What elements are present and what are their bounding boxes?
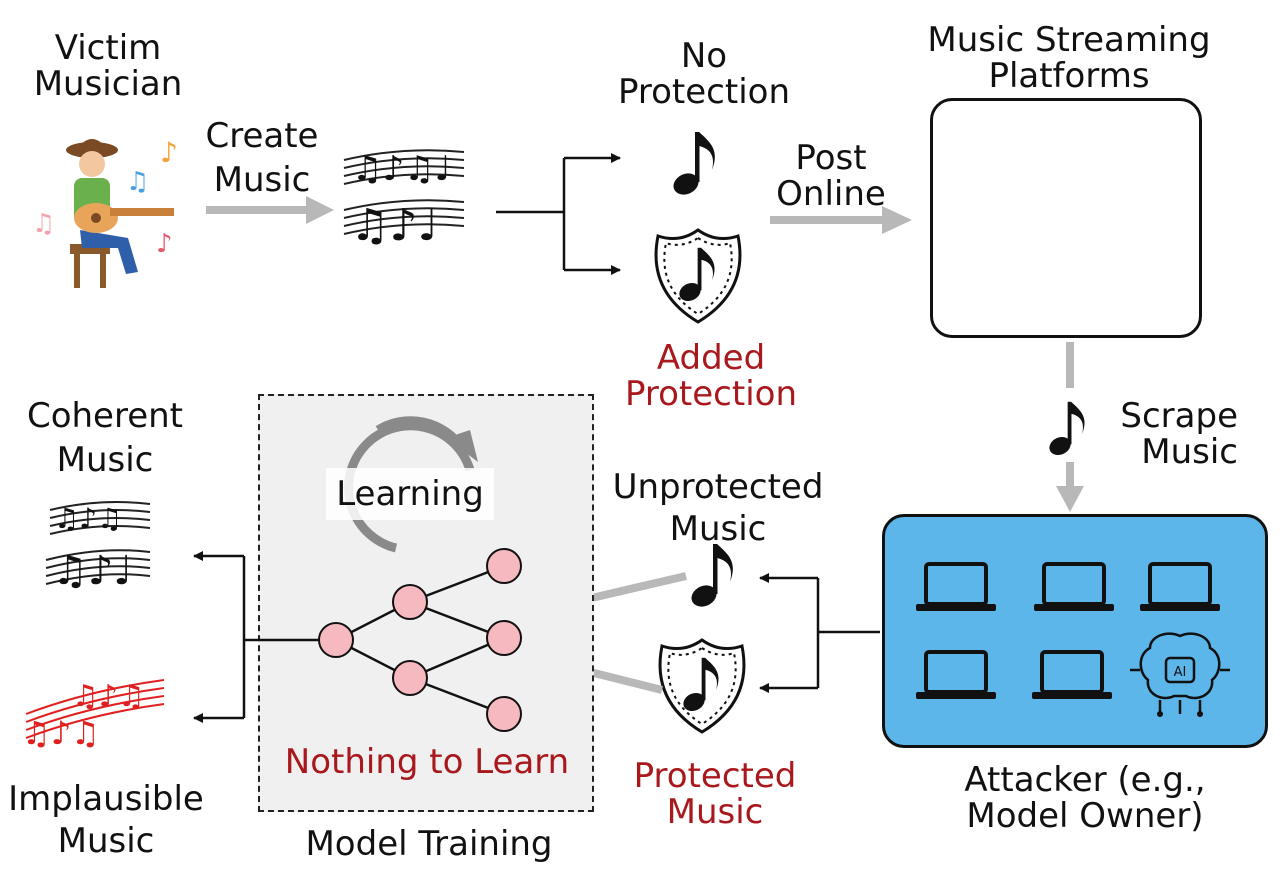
svg-text:♪: ♪ xyxy=(156,229,173,259)
added-protection-label: Added Protection xyxy=(624,338,797,414)
victim-musician-label: Victim Musician xyxy=(33,28,183,104)
ai-brain-icon: AI xyxy=(1130,632,1230,717)
laptop-icon xyxy=(914,650,998,701)
svg-text:♪: ♪ xyxy=(160,136,178,169)
no-protection-label: No Protection xyxy=(617,36,790,112)
svg-text:♫: ♫ xyxy=(32,209,55,239)
laptop-icon xyxy=(1030,650,1114,701)
attacker-box xyxy=(882,514,1268,748)
sheet-music-icon: ♫♪♫♩ ♫♪♩ xyxy=(343,149,465,251)
post-online-label: Post Online xyxy=(776,138,886,214)
streaming-platforms-label: Music Streaming Platforms xyxy=(927,20,1211,96)
streaming-platforms-box xyxy=(930,98,1202,338)
coherent-music-label: Coherent Music xyxy=(26,396,184,480)
svg-text:♫♪♩: ♫♪♩ xyxy=(350,200,438,251)
laptop-icon xyxy=(914,562,998,613)
learning-cycle-icon xyxy=(344,416,478,553)
svg-text:♫♪♫: ♫♪♫ xyxy=(72,679,145,714)
svg-text:♫♪♫: ♫♪♫ xyxy=(22,714,100,752)
svg-text:♫♪♫: ♫♪♫ xyxy=(54,502,122,535)
scrape-music-label: Scrape Music xyxy=(1120,396,1238,472)
implausible-sheet-music-icon: ♫♪♫ ♫♪♫ xyxy=(22,679,165,752)
learning-label: Learning xyxy=(326,468,494,520)
coherent-sheet-music-icon: ♫♪♫ ♫♪♩ xyxy=(45,501,151,594)
guitar-player-icon: ♪ ♫ ♫ ♪ xyxy=(32,136,178,288)
laptop-icon xyxy=(1032,562,1116,613)
neural-network-icon xyxy=(264,548,522,732)
attacker-label: Attacker (e.g., Model Owner) xyxy=(964,760,1206,836)
laptop-icon xyxy=(1138,562,1222,613)
protected-music-label: Protected Music xyxy=(633,756,797,832)
model-training-label: Model Training xyxy=(305,824,553,864)
ai-chip-text: AI xyxy=(1174,665,1187,680)
svg-text:♫: ♫ xyxy=(126,167,149,197)
create-music-label: Create Music xyxy=(205,116,319,200)
unprotected-music-label: Unprotected Music xyxy=(612,467,824,549)
svg-text:♫♪♫♩: ♫♪♫♩ xyxy=(352,149,451,189)
implausible-music-label: Implausible Music xyxy=(8,779,204,861)
svg-text:♫♪♩: ♫♪♩ xyxy=(52,548,132,594)
nothing-to-learn-label: Nothing to Learn xyxy=(284,742,570,782)
